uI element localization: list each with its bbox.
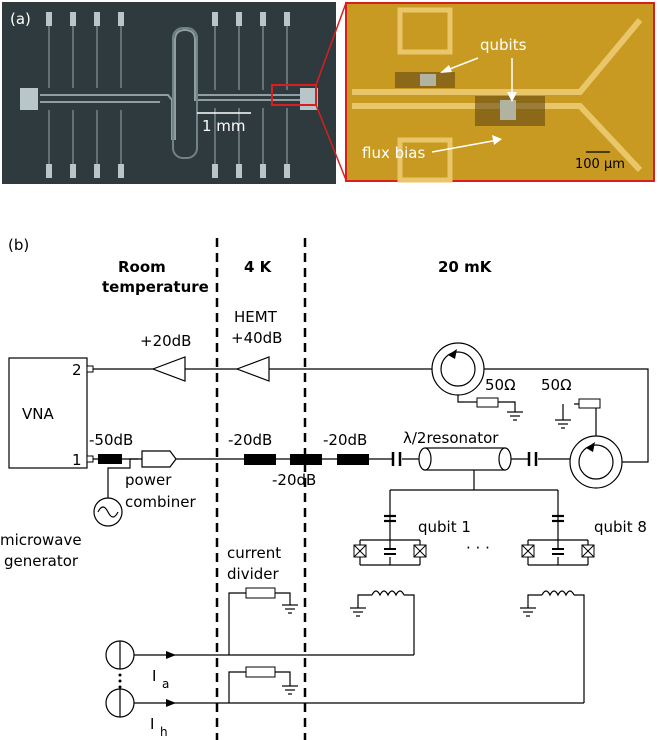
qubits-arrowhead-2 — [507, 92, 517, 102]
attenuator-50db-label: -50dB — [89, 431, 133, 449]
input-circulator-arrow — [586, 442, 595, 452]
rt-amplifier — [151, 356, 186, 382]
output-circulator — [431, 342, 485, 396]
ground-1-icon — [507, 411, 523, 421]
attenuator-20db-3-label: -20dB — [323, 431, 367, 449]
current-source-h-icon — [105, 688, 135, 718]
current-a-symbol: I — [152, 667, 156, 685]
termination-2-label: 50Ω — [541, 376, 572, 394]
zoom-connector-bottom — [315, 104, 347, 181]
vna-port-out-connector — [86, 365, 94, 373]
termination-1-label: 50Ω — [485, 376, 516, 394]
termination-1-wire — [457, 395, 516, 412]
current-divider-label-1: current — [227, 544, 281, 562]
input-circulator-inner — [578, 444, 614, 480]
panel-a: (a) 1 mm qubits flux bias 100 μm — [2, 2, 655, 184]
current-divider-h — [228, 666, 298, 703]
output-circulator-arrow — [448, 349, 457, 359]
hemt-label-line1: HEMT — [234, 308, 278, 326]
input-circulator — [569, 435, 623, 489]
microwave-generator-wire — [107, 458, 138, 498]
panel-b: (b) Room temperature 4 K 20 mK VNA 2 1 +… — [0, 236, 649, 740]
attenuator-20db-3 — [337, 454, 369, 465]
flux-arrowhead — [492, 135, 502, 145]
panel-b-label: (b) — [8, 236, 29, 254]
hemt-label-line2: +40dB — [231, 329, 282, 347]
vna-port-in: 1 — [72, 451, 82, 469]
vna-port-in-connector — [86, 455, 94, 463]
flux-coil-8 — [520, 590, 585, 703]
ground-2-icon — [555, 419, 571, 429]
resonator-icon — [418, 447, 512, 471]
microwave-generator-label-2: generator — [4, 552, 79, 570]
qubit-8-capacitor — [552, 514, 564, 523]
vertical-ellipsis — [118, 673, 122, 689]
zoom-flux-bias-label: flux bias — [362, 144, 425, 162]
panel-a-label: (a) — [10, 10, 31, 28]
chip-photo — [2, 2, 336, 184]
hemt-amplifier — [235, 356, 270, 382]
current-h-arrow — [166, 699, 176, 707]
termination-2-resistor — [578, 398, 601, 409]
chip-feedlines — [48, 26, 288, 164]
stage-4k: 4 K — [244, 258, 273, 276]
coupling-capacitor-out — [527, 452, 538, 466]
termination-1-resistor — [476, 397, 499, 408]
scale-bar-label: 1 mm — [202, 117, 246, 135]
flux-arrow — [431, 139, 499, 153]
microwave-generator-label-1: microwave — [0, 531, 82, 549]
qubit-1-capacitor — [384, 514, 396, 523]
qubit-bus — [389, 470, 559, 540]
attenuator-50db — [98, 454, 122, 464]
vna-port-out: 2 — [72, 361, 82, 379]
flux-coil-1 — [350, 590, 415, 655]
current-h-subscript: h — [160, 725, 168, 739]
sine-wave-icon — [97, 506, 119, 518]
qubit-dots: · · · — [466, 539, 490, 557]
qubit-1-label: qubit 1 — [418, 518, 471, 536]
qubit-1-circuit — [353, 539, 427, 566]
current-divider-label-2: divider — [227, 565, 279, 583]
attenuator-20db-2 — [290, 454, 322, 465]
attenuator-20db-2-label: -20dB — [272, 471, 316, 489]
stage-room-line2: temperature — [102, 278, 209, 296]
power-combiner-label-1: power — [125, 471, 172, 489]
current-a-arrow — [166, 651, 176, 659]
qubits-arrowhead-1 — [440, 65, 452, 73]
chip-traces — [40, 27, 300, 159]
zoom-qubits-label: qubits — [480, 36, 527, 54]
current-h-symbol: I — [150, 715, 154, 733]
zoom-scale-label: 100 μm — [575, 157, 625, 172]
qubit-8-circuit — [521, 539, 595, 566]
stage-20mk: 20 mK — [438, 258, 493, 276]
resonator-label: λ/2resonator — [403, 429, 499, 447]
coupling-capacitor-in — [391, 452, 402, 466]
vna-label: VNA — [22, 405, 54, 423]
current-divider-a — [228, 587, 298, 655]
current-source-a-icon — [105, 640, 135, 670]
qubit-8-label: qubit 8 — [594, 518, 647, 536]
output-to-right-wire — [484, 368, 649, 463]
power-combiner — [141, 450, 177, 468]
attenuator-20db-1-label: -20dB — [228, 431, 272, 449]
attenuator-20db-1 — [244, 454, 276, 465]
current-a-subscript: a — [162, 677, 169, 691]
power-combiner-label-2: combiner — [125, 493, 196, 511]
zoom-highlight-box — [271, 84, 317, 106]
zoom-features — [352, 7, 643, 183]
vna-box — [8, 357, 88, 469]
rt-amplifier-label: +20dB — [140, 332, 191, 350]
stage-room-line1: Room — [118, 258, 166, 276]
output-circulator-inner — [440, 351, 476, 387]
chip-pads — [20, 12, 318, 178]
zoom-connector-top — [315, 2, 347, 86]
